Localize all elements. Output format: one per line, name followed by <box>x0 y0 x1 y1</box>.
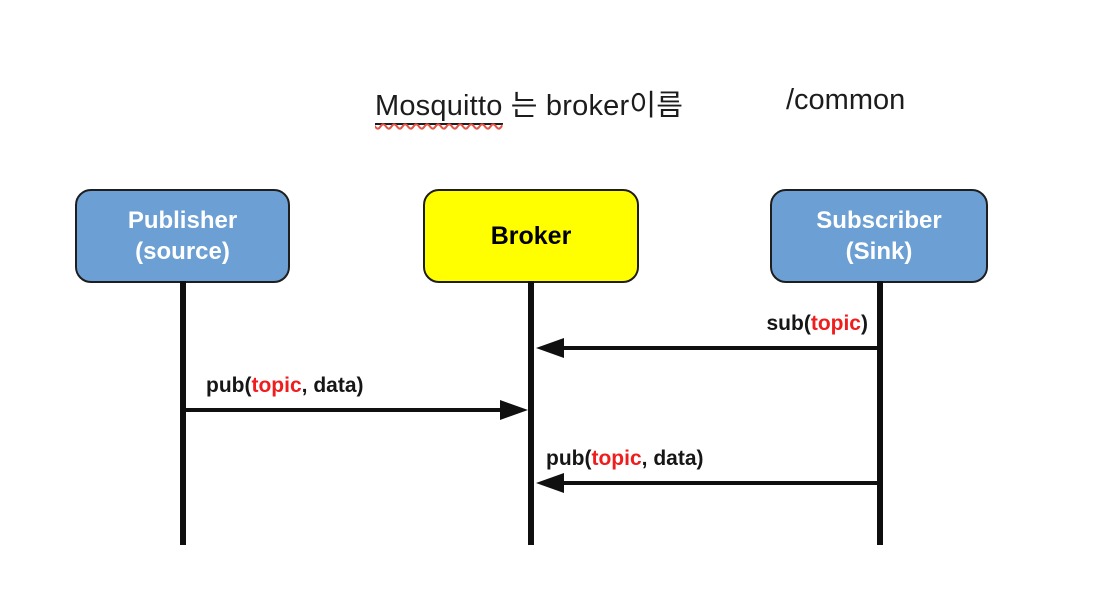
label-text: ) <box>861 312 868 335</box>
label-text: pub( <box>546 447 592 470</box>
lifeline-broker <box>528 281 534 545</box>
actor-box-publisher: Publisher (source) <box>75 189 290 283</box>
message-arrow-pub-2 <box>558 481 880 485</box>
message-arrow-pub-1 <box>186 408 508 412</box>
message-label-sub-topic: sub(topic) <box>767 312 869 336</box>
actor-label-publisher-line1: Publisher <box>127 207 238 234</box>
lifeline-publisher <box>180 281 186 545</box>
arrowhead-left-icon <box>536 473 564 493</box>
label-topic-text: topic <box>591 447 642 470</box>
actor-label-subscriber-line1: Subscriber <box>816 207 942 234</box>
label-text: pub( <box>206 374 252 397</box>
lifeline-subscriber <box>877 281 883 545</box>
label-topic-text: topic <box>810 312 861 335</box>
actor-label-broker: Broker <box>490 221 572 250</box>
message-arrow-sub <box>558 346 880 350</box>
title-note-common: /common <box>786 84 906 116</box>
mosquitto-keyword-wavy-underline: Mosquitto <box>375 90 503 125</box>
label-text: sub( <box>766 312 811 335</box>
arrowhead-left-icon <box>536 338 564 358</box>
actor-box-broker: Broker <box>423 189 639 283</box>
message-label-pub-topic-data-2: pub(topic, data) <box>546 447 704 471</box>
message-label-pub-topic-data-1: pub(topic, data) <box>206 374 364 398</box>
arrowhead-right-icon <box>500 400 528 420</box>
label-topic-text: topic <box>251 374 302 397</box>
slide-title: Mosquitto 는 broker이름 <box>375 82 684 125</box>
actor-box-subscriber: Subscriber (Sink) <box>770 189 988 283</box>
title-suffix: 는 broker이름 <box>502 90 684 122</box>
mosquitto-keyword: Mosquitto <box>375 90 503 125</box>
actor-label-subscriber-line2: (Sink) <box>845 238 913 265</box>
label-text: , data) <box>301 374 364 397</box>
label-text: , data) <box>641 447 704 470</box>
actor-label-publisher-line2: (source) <box>135 238 230 265</box>
